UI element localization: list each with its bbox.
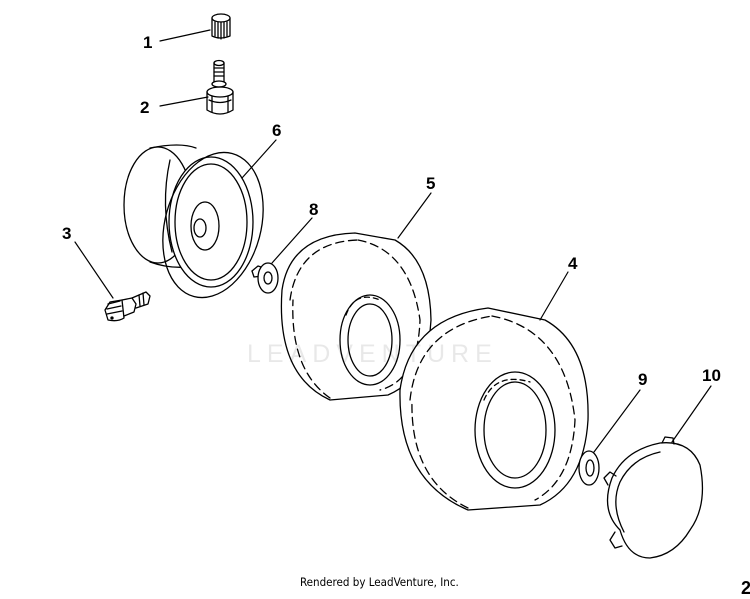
render-credit: Rendered by LeadVenture, Inc. [300, 575, 459, 589]
washer-icon[interactable] [578, 450, 600, 486]
bushing-icon[interactable] [251, 262, 279, 294]
leader-lines [74, 29, 712, 453]
callout-10[interactable]: 10 [702, 366, 721, 385]
front-tire-icon[interactable] [280, 232, 432, 401]
callout-2[interactable]: 2 [140, 98, 150, 117]
rim-icon[interactable] [123, 141, 279, 309]
edge-glyph: 2 [741, 578, 750, 598]
callout-8[interactable]: 8 [309, 200, 319, 219]
valve-stem-icon[interactable] [206, 59, 234, 115]
callout-3[interactable]: 3 [62, 224, 72, 243]
callout-1[interactable]: 1 [143, 33, 153, 52]
callout-6[interactable]: 6 [272, 121, 282, 140]
watermark-text: LEADVENTURE [247, 340, 498, 368]
valve-cap-icon[interactable] [211, 13, 231, 40]
callout-9[interactable]: 9 [638, 370, 648, 389]
grease-fitting-icon[interactable] [104, 291, 151, 322]
rear-tire-icon[interactable] [399, 307, 589, 511]
hub-cap-icon[interactable] [603, 436, 704, 559]
callout-4[interactable]: 4 [568, 254, 578, 273]
callout-5[interactable]: 5 [426, 174, 436, 193]
